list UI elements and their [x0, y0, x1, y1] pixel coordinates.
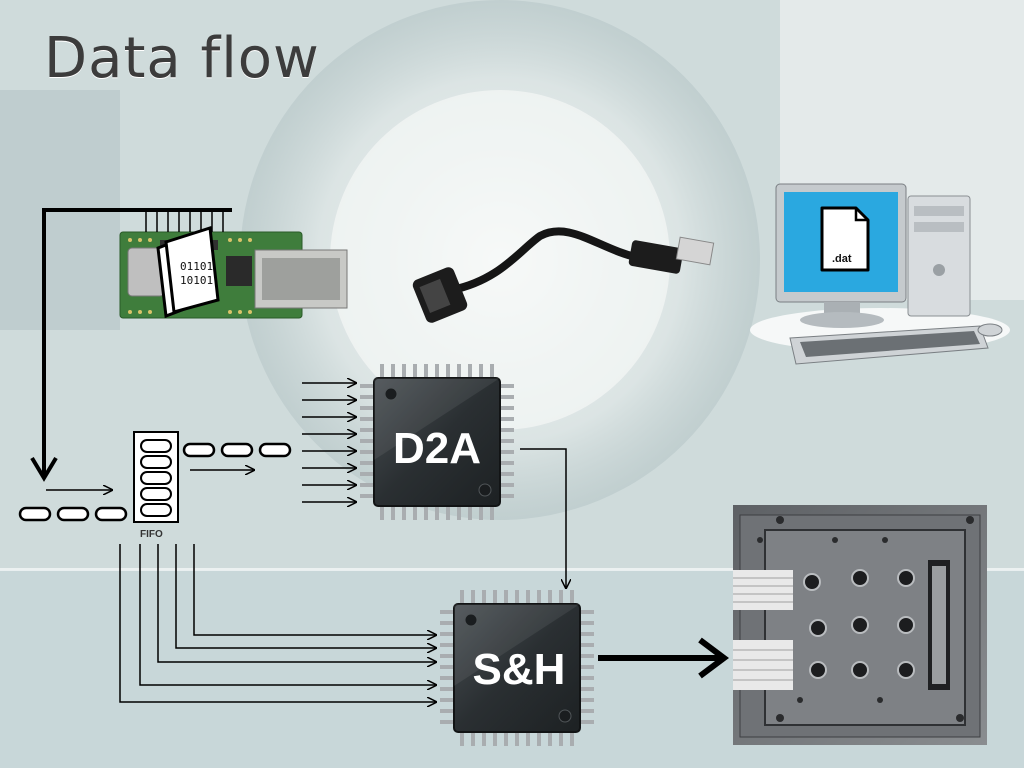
d2a-label: D2A	[393, 424, 481, 473]
sh-chip: S&H	[440, 590, 594, 746]
d2a-chip: D2A	[360, 364, 514, 520]
usb-cable	[412, 227, 715, 323]
fifo-buffer	[133, 431, 179, 523]
d2a-to-sh-arrow	[520, 448, 566, 588]
output-queue	[182, 442, 292, 458]
input-queue	[18, 506, 128, 522]
slide-title: Data flow	[44, 26, 320, 91]
dat-file-label: .dat	[832, 253, 852, 265]
fifo-label: FIFO	[140, 529, 163, 540]
fifo-control-lines	[119, 544, 436, 702]
computer	[750, 183, 1010, 365]
d2a-input-arrows	[302, 383, 356, 502]
sh-label: S&H	[473, 645, 566, 694]
sh-to-stage-arrowhead	[698, 637, 729, 679]
board-bus-lines	[145, 210, 224, 232]
board-to-queue-arrowhead	[30, 456, 58, 482]
binary-file-icon: 01101 10101	[156, 226, 220, 319]
binary-bits-line2: 10101	[180, 274, 213, 287]
dat-file-icon: .dat	[820, 206, 870, 272]
board-to-queue-arrow	[42, 208, 232, 478]
positioning-stage	[733, 505, 987, 745]
microcontroller-board	[119, 231, 348, 319]
binary-bits-line1: 01101	[180, 260, 213, 273]
